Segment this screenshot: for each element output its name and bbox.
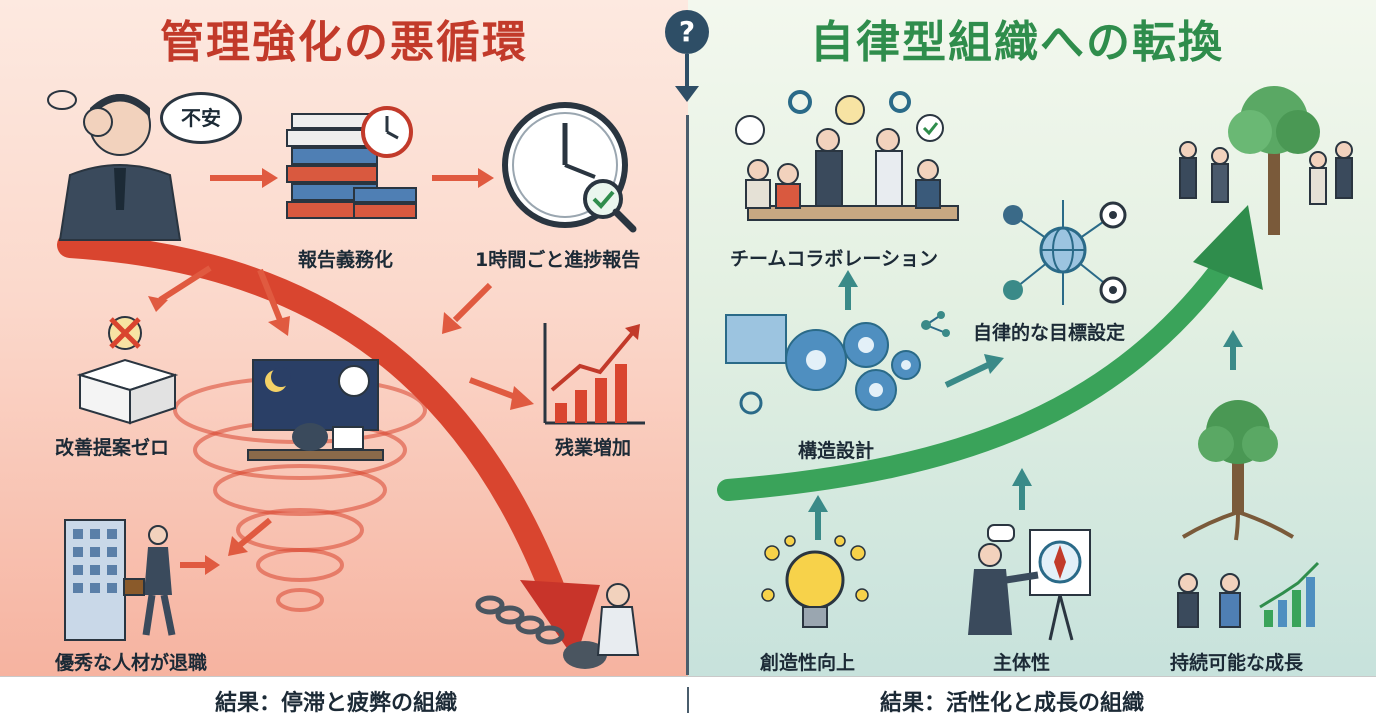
- results-footer: 結果：停滞と疲弊の組織 結果：活性化と成長の組織: [0, 676, 1376, 721]
- left-result: 結果：停滞と疲弊の組織: [215, 691, 458, 716]
- flow-arrows-left: [148, 168, 534, 575]
- label-team-collab: チームコラボレーション: [730, 248, 939, 270]
- growth-arrow: [717, 205, 1263, 501]
- team-meeting-icon: [735, 90, 959, 221]
- overtime-bar-chart-icon: [543, 323, 645, 425]
- celebrating-team-tree-icon: [1179, 86, 1353, 235]
- down-arrow-icon: [675, 86, 699, 102]
- overtime-night-icon: [247, 359, 384, 461]
- presenter-compass-icon: [968, 524, 1091, 641]
- stressed-businessman-icon: [47, 90, 182, 241]
- label-sustainable-growth: 持続可能な成長: [1170, 652, 1304, 674]
- label-zero-suggestions: 改善提案ゼロ: [55, 437, 170, 459]
- label-creativity: 創造性向上: [760, 652, 856, 674]
- gears-blueprint-icon: [725, 311, 950, 415]
- goal-network-icon: [1003, 200, 1127, 305]
- label-ownership: 主体性: [993, 652, 1051, 674]
- label-hourly-report: 1時間ごと進捗報告: [475, 249, 641, 271]
- sustainable-growth-icon: [1177, 561, 1320, 628]
- clock-magnifier-icon: [502, 102, 637, 233]
- flow-arrows-right: [808, 270, 1243, 540]
- question-mark-icon: ?: [665, 10, 709, 54]
- spiral-down-arrow: [57, 232, 600, 660]
- right-title: 自律型組織への転換: [810, 17, 1224, 68]
- left-title: 管理強化の悪循環: [160, 17, 528, 68]
- resigning-employee-icon: [64, 519, 176, 641]
- label-autonomous-goals: 自律的な目標設定: [973, 322, 1126, 344]
- down-arrow-stem: [685, 54, 689, 90]
- label-overtime: 残業増加: [555, 437, 632, 459]
- label-structure-design: 構造設計: [798, 440, 875, 462]
- center-divider: [686, 115, 689, 675]
- label-talent-leaving: 優秀な人材が退職: [55, 652, 208, 674]
- suggestion-box-icon: [76, 316, 179, 425]
- footer-divider: [687, 687, 689, 713]
- label-reporting-duty: 報告義務化: [298, 249, 394, 271]
- anxiety-speech-bubble: 不安: [160, 92, 242, 144]
- right-panel: 自律型組織への転換: [688, 0, 1376, 676]
- left-panel: 管理強化の悪循環: [0, 0, 688, 676]
- right-result: 結果：活性化と成長の組織: [880, 691, 1145, 716]
- chained-despair-icon: [475, 583, 640, 669]
- creativity-bulb-icon: [761, 535, 869, 628]
- document-stack-icon: [286, 106, 417, 219]
- rooted-tree-icon: [1181, 400, 1295, 541]
